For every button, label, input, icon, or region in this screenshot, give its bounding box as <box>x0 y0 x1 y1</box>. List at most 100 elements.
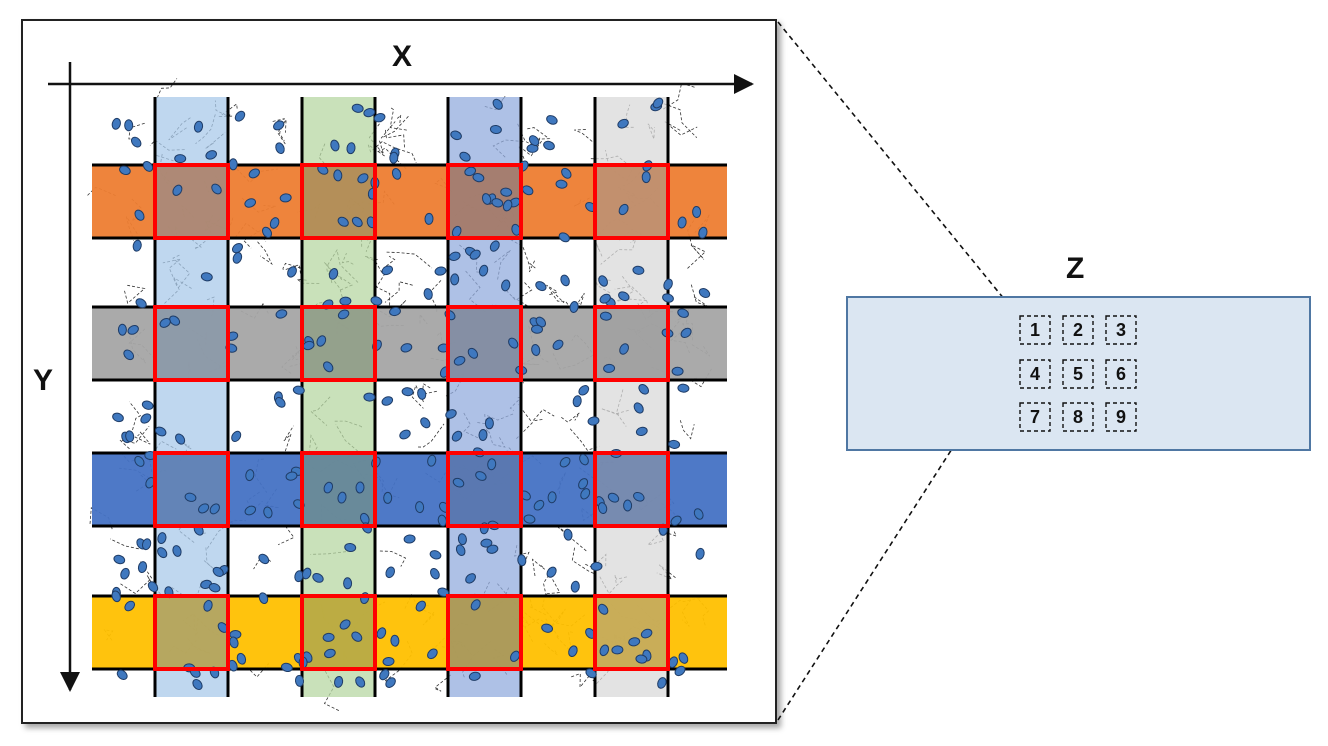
particle <box>333 169 343 182</box>
particle <box>501 279 511 292</box>
particle <box>389 151 399 164</box>
particle <box>632 265 645 275</box>
particle <box>228 158 238 171</box>
particle <box>231 430 242 442</box>
overlap-cell <box>595 453 668 526</box>
particle <box>590 561 603 571</box>
particle <box>559 456 571 468</box>
particle <box>478 264 489 277</box>
trajectory-path <box>422 383 437 395</box>
trajectory-path <box>569 428 600 451</box>
overlap-cell <box>155 165 228 238</box>
particle <box>200 272 213 282</box>
particle <box>695 547 705 560</box>
particle <box>381 396 394 406</box>
particle <box>607 492 620 503</box>
trajectory-path <box>679 420 695 440</box>
highlight-square <box>153 451 230 528</box>
z-cell-box <box>1105 359 1137 389</box>
particle <box>677 383 690 393</box>
particle <box>472 172 485 183</box>
particle <box>399 429 411 440</box>
particle <box>652 97 664 109</box>
particle <box>603 363 616 373</box>
particle <box>489 124 502 135</box>
particle <box>668 439 681 449</box>
particle <box>273 120 285 131</box>
particle <box>638 383 650 395</box>
trajectory-path <box>128 401 142 431</box>
z-cell-label: 5 <box>1073 364 1083 384</box>
particle <box>208 582 221 593</box>
particle <box>599 311 612 321</box>
particle <box>351 631 363 642</box>
particle <box>450 273 460 286</box>
particle <box>112 412 124 423</box>
particle <box>572 395 582 408</box>
highlight-square <box>446 594 523 671</box>
trajectory-path <box>384 281 413 303</box>
trajectory-path <box>283 425 294 452</box>
particle <box>467 347 479 359</box>
particle <box>671 366 684 376</box>
particle <box>662 293 674 303</box>
z-cell-label: 7 <box>1030 407 1040 427</box>
particle <box>357 173 369 184</box>
particle <box>322 632 335 642</box>
highlight-square <box>593 594 670 671</box>
particle <box>389 306 401 317</box>
particle <box>184 492 197 502</box>
particle <box>344 542 357 553</box>
particle <box>429 550 442 560</box>
particle <box>172 184 183 196</box>
particle <box>670 515 682 526</box>
particle <box>334 675 344 688</box>
highlight-square <box>593 451 670 528</box>
z-cell-box <box>1105 315 1137 345</box>
particle <box>285 471 298 481</box>
particle <box>169 315 181 326</box>
particle <box>487 458 497 471</box>
trajectory-path <box>386 251 433 269</box>
particle <box>677 216 687 229</box>
particle <box>579 453 589 466</box>
highlight-square <box>446 163 523 240</box>
particle <box>640 628 653 639</box>
particle <box>280 662 293 673</box>
particle <box>130 136 142 148</box>
zoom-line-top <box>777 21 1019 317</box>
particle <box>552 339 564 350</box>
particle <box>124 600 136 612</box>
particle <box>698 288 711 298</box>
particle <box>517 554 527 567</box>
particle <box>623 499 633 512</box>
particle <box>469 249 481 260</box>
particle <box>328 268 339 280</box>
particle <box>677 308 689 318</box>
particle <box>323 481 334 494</box>
particle <box>619 343 629 355</box>
trajectory-path <box>687 216 705 260</box>
particle <box>355 481 365 494</box>
particle <box>635 654 648 664</box>
particle <box>132 239 142 252</box>
particle <box>236 652 247 665</box>
particle <box>528 135 540 147</box>
overlap-cell <box>595 165 668 238</box>
trajectory-path <box>389 106 407 131</box>
particle <box>423 288 433 300</box>
particle <box>373 112 386 123</box>
particle <box>445 409 457 419</box>
particle <box>535 316 547 328</box>
particle <box>111 590 121 603</box>
particle <box>258 553 270 565</box>
particle <box>555 179 568 189</box>
particle <box>159 317 171 328</box>
particle <box>427 454 437 467</box>
particle <box>635 426 648 437</box>
particle <box>209 503 220 515</box>
trajectory-path <box>379 550 407 567</box>
particle <box>154 426 167 437</box>
particle <box>481 193 492 205</box>
